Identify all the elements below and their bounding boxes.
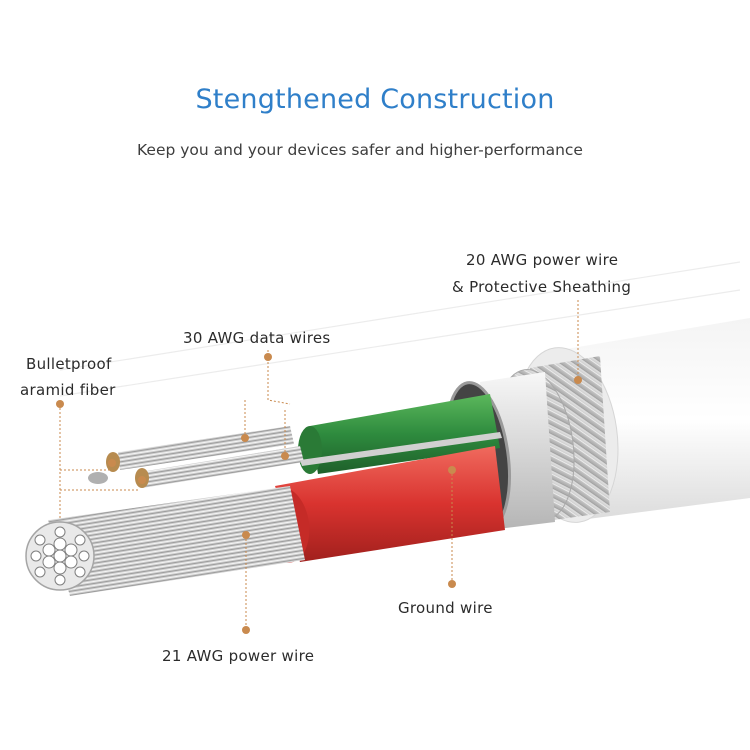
label-aramid-line1: Bulletproof	[26, 355, 112, 373]
label-data-wires: 30 AWG data wires	[183, 329, 331, 347]
marker-sheathing	[574, 376, 582, 384]
marker-ground-wire-2	[448, 580, 456, 588]
label-ground-wire: Ground wire	[398, 599, 493, 617]
label-power-wire-21: 21 AWG power wire	[162, 647, 315, 665]
marker-aramid	[56, 400, 64, 408]
marker-aramid-2	[108, 459, 116, 467]
callout-leaders	[59, 300, 579, 630]
label-sheathing: & Protective Sheathing	[452, 278, 632, 296]
marker-power-wire-2	[242, 626, 250, 634]
marker-data-wire-2	[281, 452, 289, 460]
label-power-wire-20: 20 AWG power wire	[466, 251, 619, 269]
data-strands	[88, 426, 502, 488]
callout-markers	[56, 353, 582, 634]
label-aramid-line2: aramid fiber	[20, 381, 116, 399]
marker-power-wire	[242, 531, 250, 539]
marker-data-wire	[241, 434, 249, 442]
marker-aramid-3	[138, 476, 146, 484]
cable-outline-guides	[59, 261, 741, 397]
marker-ground-wire	[448, 466, 456, 474]
power-wire-strands	[25, 486, 305, 596]
page-title: Stengthened Construction	[195, 84, 555, 115]
page-subtitle: Keep you and your devices safer and high…	[137, 141, 583, 159]
marker-data-top	[264, 353, 272, 361]
